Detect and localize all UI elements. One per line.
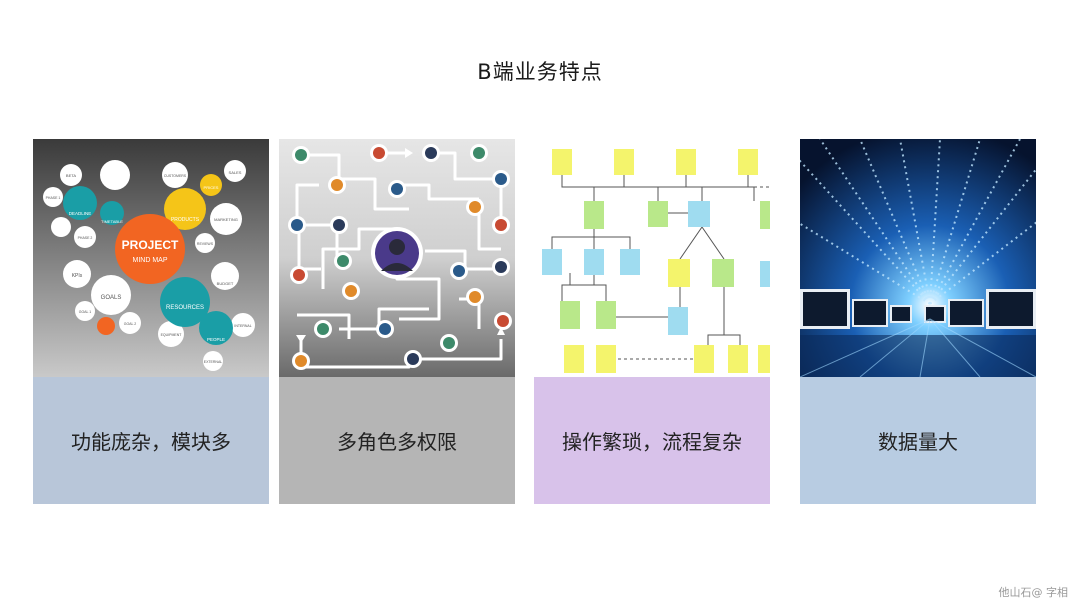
bubble-label: DEADLINE bbox=[69, 211, 92, 216]
slide-title: B端业务特点 bbox=[477, 60, 603, 84]
bubble-label: SALES bbox=[229, 170, 242, 175]
card-data-volume: 数据量大 bbox=[800, 139, 1036, 504]
bubble-label: INTERNAL bbox=[234, 324, 251, 328]
data-stream-image bbox=[800, 139, 1036, 377]
bubble-label: GOAL 2 bbox=[124, 322, 137, 326]
card-caption: 操作繁琐，流程复杂 bbox=[534, 377, 770, 504]
bubble-label: PHASE 1 bbox=[46, 196, 61, 200]
bubble-label: CUSTOMERS bbox=[164, 174, 187, 178]
mind-map-center-label: PROJECT bbox=[122, 238, 179, 252]
bubble-label: KPIs bbox=[72, 273, 83, 279]
bubble-label: BUDGET bbox=[217, 281, 234, 286]
bubble-label: RESOURCES bbox=[166, 305, 204, 311]
watermark: 他山石@ 字相 bbox=[998, 586, 1069, 599]
bubble-label: PHASE 2 bbox=[78, 236, 93, 240]
card-process-complexity: 操作繁琐，流程复杂 bbox=[534, 139, 770, 504]
bubble-label: GOAL 1 bbox=[79, 310, 92, 314]
bubble-label: PRODUCTS bbox=[171, 217, 200, 223]
bubble-label: PRICES bbox=[204, 185, 219, 190]
card-feature-complexity: PROJECT MIND MAP DEADLINE TIMETABLE PROD… bbox=[33, 139, 269, 504]
bubble-label: EQUIPMENT bbox=[161, 333, 183, 337]
mind-map-center-sublabel: MIND MAP bbox=[133, 257, 168, 264]
role-network-image bbox=[279, 139, 515, 377]
project-mind-map-image: PROJECT MIND MAP DEADLINE TIMETABLE PROD… bbox=[33, 139, 269, 377]
bubble-label: MARKETING bbox=[214, 217, 238, 222]
bubble-label: EXTERNAL bbox=[204, 360, 223, 364]
bubble-label: PEOPLE bbox=[207, 337, 225, 342]
card-roles-permissions: 多角色多权限 bbox=[279, 139, 515, 504]
card-caption: 多角色多权限 bbox=[279, 377, 515, 504]
bubble-label: TIMETABLE bbox=[101, 219, 123, 224]
card-caption: 数据量大 bbox=[800, 377, 1036, 504]
bubble-label: GOALS bbox=[101, 295, 122, 301]
sticky-flowchart-image bbox=[534, 139, 770, 377]
card-caption: 功能庞杂，模块多 bbox=[33, 377, 269, 504]
bubble-label: REVIEWS bbox=[197, 242, 214, 246]
bubble-label: BETA bbox=[66, 173, 76, 178]
